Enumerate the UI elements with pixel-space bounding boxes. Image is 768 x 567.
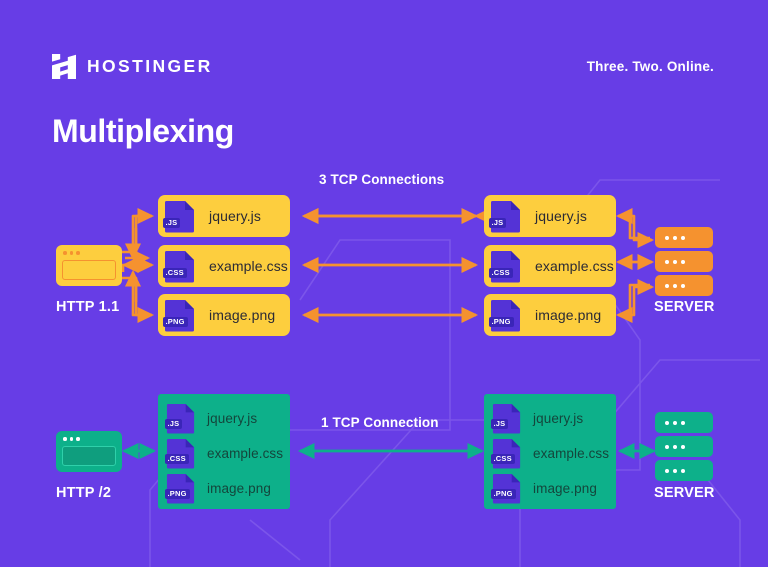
server-bar-dots: [665, 468, 685, 473]
http2-server-file-panel[interactable]: .JS jquery.js .CSS example.css .PNG: [484, 394, 616, 509]
png-file-icon: .PNG: [163, 298, 196, 332]
file-extension-badge: .PNG: [163, 316, 188, 327]
http11-client-file-card[interactable]: .JS jquery.js: [158, 195, 290, 237]
js-file-icon: .JS: [163, 199, 196, 233]
browser-viewport: [62, 260, 116, 280]
server-bar: [655, 227, 713, 248]
http11-connection-label: 3 TCP Connections: [319, 172, 445, 187]
file-row[interactable]: .PNG image.png: [491, 472, 597, 504]
http2-connection-label: 1 TCP Connection: [321, 415, 439, 430]
brand-name: HOSTINGER: [87, 55, 213, 76]
file-extension-badge: .PNG: [491, 488, 516, 499]
file-name: image.png: [533, 480, 597, 496]
file-extension-badge: .PNG: [165, 488, 190, 499]
brand-logo: HOSTINGER: [52, 54, 213, 79]
file-row[interactable]: .CSS example.css: [491, 437, 610, 469]
http2-server-icon: [655, 412, 713, 482]
browser-dots: [63, 437, 80, 441]
server-bar-dots: [665, 259, 685, 264]
file-extension-badge: .CSS: [165, 453, 189, 464]
http11-server-label: SERVER: [654, 299, 715, 315]
file-extension-badge: .PNG: [489, 316, 514, 327]
page-title: Multiplexing: [52, 113, 234, 149]
file-name: example.css: [533, 445, 610, 461]
file-extension-badge: .JS: [163, 217, 181, 228]
file-row[interactable]: .JS jquery.js: [165, 402, 258, 434]
http2-browser-icon: [56, 431, 122, 472]
file-extension-badge: .JS: [489, 217, 507, 228]
png-file-icon: .PNG: [165, 472, 196, 504]
browser-dots: [63, 251, 80, 255]
png-file-icon: .PNG: [489, 298, 522, 332]
file-extension-badge: .JS: [491, 418, 509, 429]
http11-server-icon: [655, 227, 713, 297]
tagline: Three. Two. Online.: [586, 59, 714, 74]
css-file-icon: .CSS: [491, 437, 522, 469]
file-name: image.png: [209, 307, 276, 323]
file-name: example.css: [207, 445, 284, 461]
file-name: image.png: [535, 307, 602, 323]
http11-protocol-label: HTTP 1.1: [56, 299, 120, 315]
file-extension-badge: .CSS: [163, 267, 187, 278]
file-extension-badge: .CSS: [489, 267, 513, 278]
file-name: example.css: [535, 258, 614, 274]
server-bar-dots: [665, 420, 685, 425]
server-bar: [655, 275, 713, 296]
http2-protocol-label: HTTP /2: [56, 485, 112, 501]
http11-server-file-card[interactable]: .JS jquery.js: [484, 195, 616, 237]
server-bar-dots: [665, 444, 685, 449]
file-row[interactable]: .JS jquery.js: [491, 402, 584, 434]
server-bar: [655, 460, 713, 481]
js-file-icon: .JS: [165, 402, 196, 434]
css-file-icon: .CSS: [163, 249, 196, 283]
http11-browser-icon: [56, 245, 122, 286]
file-extension-badge: .JS: [165, 418, 183, 429]
file-name: example.css: [209, 258, 288, 274]
file-extension-badge: .CSS: [491, 453, 515, 464]
file-name: jquery.js: [533, 410, 584, 426]
http11-client-file-card[interactable]: .PNG image.png: [158, 294, 290, 336]
http11-server-file-card[interactable]: .CSS example.css: [484, 245, 616, 287]
file-row[interactable]: .PNG image.png: [165, 472, 271, 504]
png-file-icon: .PNG: [491, 472, 522, 504]
file-row[interactable]: .CSS example.css: [165, 437, 284, 469]
css-file-icon: .CSS: [165, 437, 196, 469]
server-bar-dots: [665, 283, 685, 288]
http2-client-file-panel[interactable]: .JS jquery.js .CSS example.css .PNG: [158, 394, 290, 509]
js-file-icon: .JS: [491, 402, 522, 434]
file-name: image.png: [207, 480, 271, 496]
browser-viewport: [62, 446, 116, 466]
http2-server-label: SERVER: [654, 485, 715, 501]
css-file-icon: .CSS: [489, 249, 522, 283]
js-file-icon: .JS: [489, 199, 522, 233]
hostinger-h-logo-icon: [52, 54, 76, 79]
file-name: jquery.js: [535, 208, 587, 224]
http11-client-file-card[interactable]: .CSS example.css: [158, 245, 290, 287]
server-bar: [655, 412, 713, 433]
http11-server-file-card[interactable]: .PNG image.png: [484, 294, 616, 336]
file-name: jquery.js: [209, 208, 261, 224]
file-name: jquery.js: [207, 410, 258, 426]
server-bar-dots: [665, 235, 685, 240]
server-bar: [655, 436, 713, 457]
server-bar: [655, 251, 713, 272]
